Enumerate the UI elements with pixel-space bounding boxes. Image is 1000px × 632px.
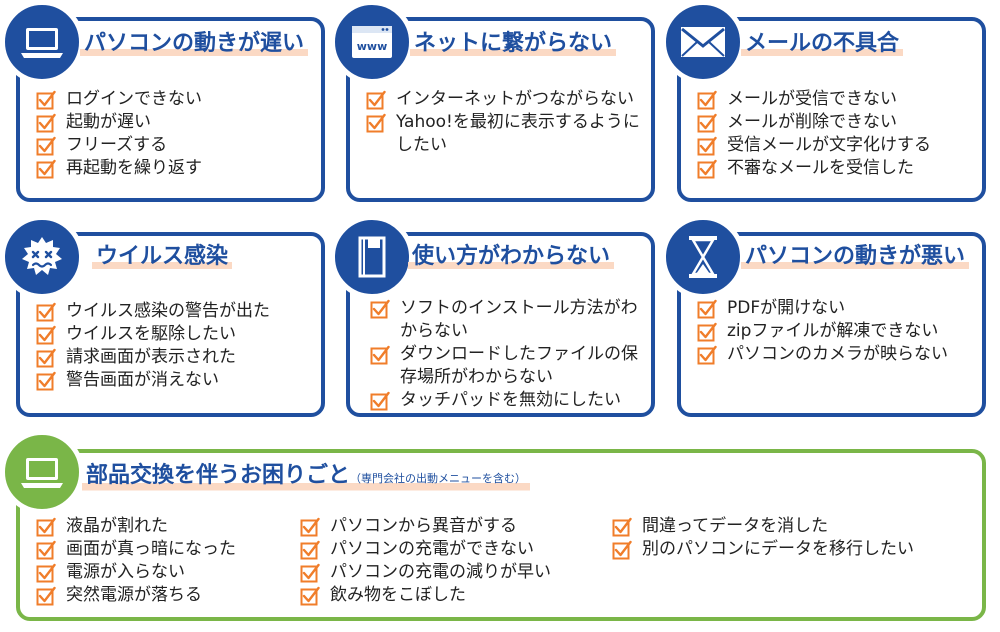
- list-item: 間違ってデータを消した: [612, 515, 952, 538]
- list-item: タッチパッドを無効にしたい: [370, 389, 648, 412]
- list-item: 液晶が割れた: [36, 515, 286, 538]
- checkbox-checked-icon: [300, 517, 320, 537]
- list-item: PDFが開けない: [697, 297, 982, 320]
- checkbox-checked-icon: [612, 540, 632, 560]
- checkbox-checked-icon: [36, 517, 56, 537]
- checkbox-checked-icon: [697, 299, 717, 319]
- list-item: Yahoo!を最初に表示するようにしたい: [366, 111, 648, 157]
- list-item: ダウンロードしたファイルの保存場所がわからない: [370, 343, 648, 389]
- list-item: 不審なメールを受信した: [697, 157, 977, 180]
- list-item: zipファイルが解凍できない: [697, 320, 982, 343]
- parts-title-note: （専門会社の出動メニューを含む）: [350, 472, 527, 485]
- checkbox-checked-icon: [697, 322, 717, 342]
- list-item: メールが受信できない: [697, 88, 977, 111]
- list-item: 別のパソコンにデータを移行したい: [612, 538, 952, 561]
- list-item: 画面が真っ暗になった: [36, 538, 286, 561]
- list-item: 受信メールが文字化けする: [697, 134, 977, 157]
- list-item: インターネットがつながらない: [366, 88, 648, 111]
- list-item: 警告画面が消えない: [36, 369, 321, 392]
- card-parts-replacement-badge: [0, 430, 84, 514]
- checkbox-checked-icon: [300, 586, 320, 606]
- checkbox-checked-icon: [697, 90, 717, 110]
- checkbox-checked-icon: [697, 113, 717, 133]
- checkbox-checked-icon: [370, 299, 390, 319]
- card-mail-problem-list: メールが受信できない メールが削除できない 受信メールが文字化けする 不審なメー…: [697, 88, 977, 180]
- list-item: 請求画面が表示された: [36, 346, 321, 369]
- list-item: ログインできない: [36, 88, 316, 111]
- checkbox-checked-icon: [36, 348, 56, 368]
- card-slow-pc-title: パソコンの動きが遅い: [80, 30, 309, 58]
- card-no-internet-list: インターネットがつながらない Yahoo!を最初に表示するようにしたい: [366, 88, 648, 157]
- parts-column-1: 液晶が割れた 画面が真っ暗になった 電源が入らない 突然電源が落ちる: [36, 515, 286, 607]
- checkbox-checked-icon: [300, 540, 320, 560]
- virus-icon: [22, 237, 62, 275]
- svg-text:www: www: [357, 40, 388, 53]
- card-no-internet-badge: www: [330, 0, 414, 84]
- list-item: 飲み物をこぼした: [300, 584, 590, 607]
- card-how-to-use-list: ソフトのインストール方法がわからない ダウンロードしたファイルの保存場所がわから…: [370, 297, 648, 412]
- checkbox-checked-icon: [36, 113, 56, 133]
- checkbox-checked-icon: [366, 90, 386, 110]
- checkbox-checked-icon: [36, 136, 56, 156]
- checkbox-checked-icon: [36, 302, 56, 322]
- list-item: 起動が遅い: [36, 111, 316, 134]
- list-item: ウイルス感染の警告が出た: [36, 300, 321, 323]
- checkbox-checked-icon: [370, 391, 390, 411]
- list-item: 電源が入らない: [36, 561, 286, 584]
- checkbox-checked-icon: [36, 540, 56, 560]
- card-mail-problem-badge: [661, 0, 745, 84]
- checkbox-checked-icon: [36, 563, 56, 583]
- list-item: フリーズする: [36, 134, 316, 157]
- card-no-internet-title: ネットに繋がらない: [410, 30, 617, 58]
- card-mail-problem-title: メールの不具合: [741, 30, 904, 58]
- parts-column-2: パソコンから異音がする パソコンの充電ができない パソコンの充電の減りが早い 飲…: [300, 515, 590, 607]
- list-item: パソコンのカメラが映らない: [697, 343, 982, 366]
- list-item: ウイルスを駆除したい: [36, 323, 321, 346]
- manual-book-icon: [358, 236, 386, 278]
- checkbox-checked-icon: [36, 325, 56, 345]
- checkbox-checked-icon: [36, 159, 56, 179]
- card-how-to-use-badge: [330, 215, 414, 299]
- checkbox-checked-icon: [300, 563, 320, 583]
- list-item: パソコンから異音がする: [300, 515, 590, 538]
- list-item: ソフトのインストール方法がわからない: [370, 297, 648, 343]
- checkbox-checked-icon: [697, 345, 717, 365]
- list-item: 突然電源が落ちる: [36, 584, 286, 607]
- parts-title-text: 部品交換を伴うお困りごと: [86, 463, 351, 488]
- checkbox-checked-icon: [36, 90, 56, 110]
- card-slow-pc-list: ログインできない 起動が遅い フリーズする 再起動を繰り返す: [36, 88, 316, 180]
- laptop-icon: [21, 28, 63, 58]
- list-item: メールが削除できない: [697, 111, 977, 134]
- card-bad-performance-list: PDFが開けない zipファイルが解凍できない パソコンのカメラが映らない: [697, 297, 982, 366]
- card-how-to-use-title: 使い方がわからない: [408, 243, 615, 271]
- card-parts-replacement-title: 部品交換を伴うお困りごと（専門会社の出動メニューを含む）: [82, 462, 531, 493]
- browser-www-icon: www: [352, 26, 392, 58]
- laptop-icon: [21, 458, 63, 488]
- checkbox-checked-icon: [612, 517, 632, 537]
- list-item: パソコンの充電ができない: [300, 538, 590, 561]
- card-virus-badge: [0, 215, 84, 299]
- card-bad-performance-badge: [661, 215, 745, 299]
- hourglass-icon: [689, 236, 717, 278]
- checkbox-checked-icon: [366, 113, 386, 133]
- checkbox-checked-icon: [370, 345, 390, 365]
- list-item: パソコンの充電の減りが早い: [300, 561, 590, 584]
- card-slow-pc-badge: [0, 0, 84, 84]
- list-item: 再起動を繰り返す: [36, 157, 316, 180]
- card-bad-performance-title: パソコンの動きが悪い: [741, 243, 970, 271]
- card-virus-title: ウイルス感染: [92, 243, 233, 271]
- envelope-icon: [681, 27, 725, 57]
- checkbox-checked-icon: [36, 371, 56, 391]
- checkbox-checked-icon: [697, 136, 717, 156]
- parts-column-3: 間違ってデータを消した 別のパソコンにデータを移行したい: [612, 515, 952, 561]
- card-virus-list: ウイルス感染の警告が出た ウイルスを駆除したい 請求画面が表示された 警告画面が…: [36, 300, 321, 392]
- checkbox-checked-icon: [697, 159, 717, 179]
- checkbox-checked-icon: [36, 586, 56, 606]
